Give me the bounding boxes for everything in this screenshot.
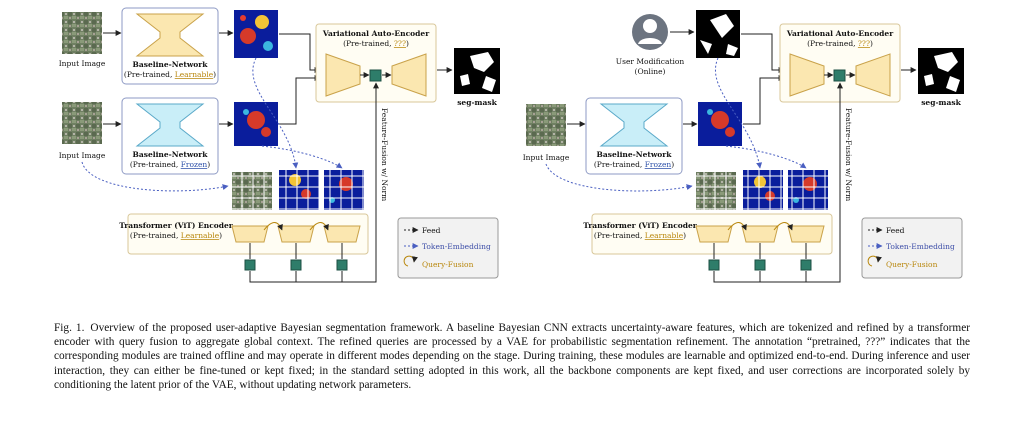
vae-encoder-shape [325,53,361,97]
right-legend-box [861,217,963,279]
right-input-image-label: Input Image [523,153,570,162]
baseline-network-learnable-shape [135,13,205,57]
right-feature-fusion-label: Feature-Fusion w/ Norm [844,108,853,201]
right-uncertainty-map [698,102,742,146]
right-vae-title: Variational Auto-Encoder [786,29,894,38]
baseline-learnable-title: Baseline-Network [133,60,209,69]
right-image-patch-grid [696,172,736,210]
uncertainty-patch-grid-1 [279,170,319,210]
right-baseline-title: Baseline-Network [597,150,673,159]
baseline-frozen-title: Baseline-Network [133,150,209,159]
right-seg-mask-image [918,48,964,94]
right-token-node-2 [754,259,766,271]
uncertainty-patch-grid-2 [324,170,364,210]
uncertainty-map-top [234,10,278,58]
right-vae-subtitle: (Pre-trained, ???) [807,39,873,48]
right-baseline-subtitle: (Pre-trained, Frozen) [594,160,674,169]
uncertainty-map-bottom [234,102,278,146]
user-modification-subtitle: (Online) [635,67,666,76]
left-panel: Input Image Baseline-Network (Pre-traine… [59,7,500,283]
token-node-1 [244,259,256,271]
right-token-node-3 [800,259,812,271]
right-legend-token: Token-Embedding [886,242,955,251]
vae-decoder-shape [391,53,427,97]
input-image-bottom [62,102,102,144]
legend-query: Query-Fusion [422,260,474,269]
token-node-3 [336,259,348,271]
baseline-frozen-subtitle: (Pre-trained, Frozen) [130,160,210,169]
caption-text: Overview of the proposed user-adaptive B… [54,322,970,391]
figure-label: Fig. 1. [54,322,85,334]
vae-subtitle: (Pre-trained, ???) [343,39,409,48]
right-legend-feed: Feed [886,226,905,235]
right-seg-mask-label: seg-mask [921,98,961,107]
right-baseline-frozen-shape [599,103,669,147]
transformer-block-2 [277,225,315,243]
vae-latent-node [369,69,382,82]
right-transformer-block-3 [787,225,825,243]
input-image-bottom-label: Input Image [59,151,106,160]
token-node-2 [290,259,302,271]
baseline-learnable-subtitle: (Pre-trained, Learnable) [124,70,216,79]
transformer-title: Transformer (ViT) Encoder [119,221,234,230]
baseline-network-frozen-shape [135,103,205,147]
seg-mask-label: seg-mask [457,98,497,107]
right-vae-decoder-shape [855,53,891,97]
input-image-top [62,12,102,54]
transformer-block-3 [323,225,361,243]
right-vae-latent-node [833,69,846,82]
user-mask-image [696,10,740,58]
legend-token: Token-Embedding [422,242,491,251]
right-panel: User Modification (Online) Input Image B… [523,10,964,283]
input-image-top-label: Input Image [59,59,106,68]
framework-diagram: Input Image Baseline-Network (Pre-traine… [59,7,964,283]
right-input-image [526,104,566,146]
seg-mask-image [454,48,500,94]
user-modification-title: User Modification [616,57,685,66]
figure-caption: Fig. 1.Overview of the proposed user-ada… [54,321,970,392]
right-transformer-subtitle: (Pre-trained, Learnable) [594,231,686,240]
right-mask-patch-grid [743,170,783,210]
image-patch-grid [232,172,272,210]
legend-feed: Feed [422,226,441,235]
transformer-block-1 [231,225,269,243]
user-avatar-icon [632,14,668,50]
right-legend-query: Query-Fusion [886,260,938,269]
right-transformer-block-2 [741,225,779,243]
right-uncertainty-patch-grid [788,170,828,210]
vae-title: Variational Auto-Encoder [322,29,430,38]
right-vae-encoder-shape [789,53,825,97]
right-token-node-1 [708,259,720,271]
legend-box [397,217,499,279]
feature-fusion-label: Feature-Fusion w/ Norm [380,108,389,201]
right-transformer-title: Transformer (ViT) Encoder [583,221,698,230]
right-transformer-block-1 [695,225,733,243]
transformer-subtitle: (Pre-trained, Learnable) [130,231,222,240]
